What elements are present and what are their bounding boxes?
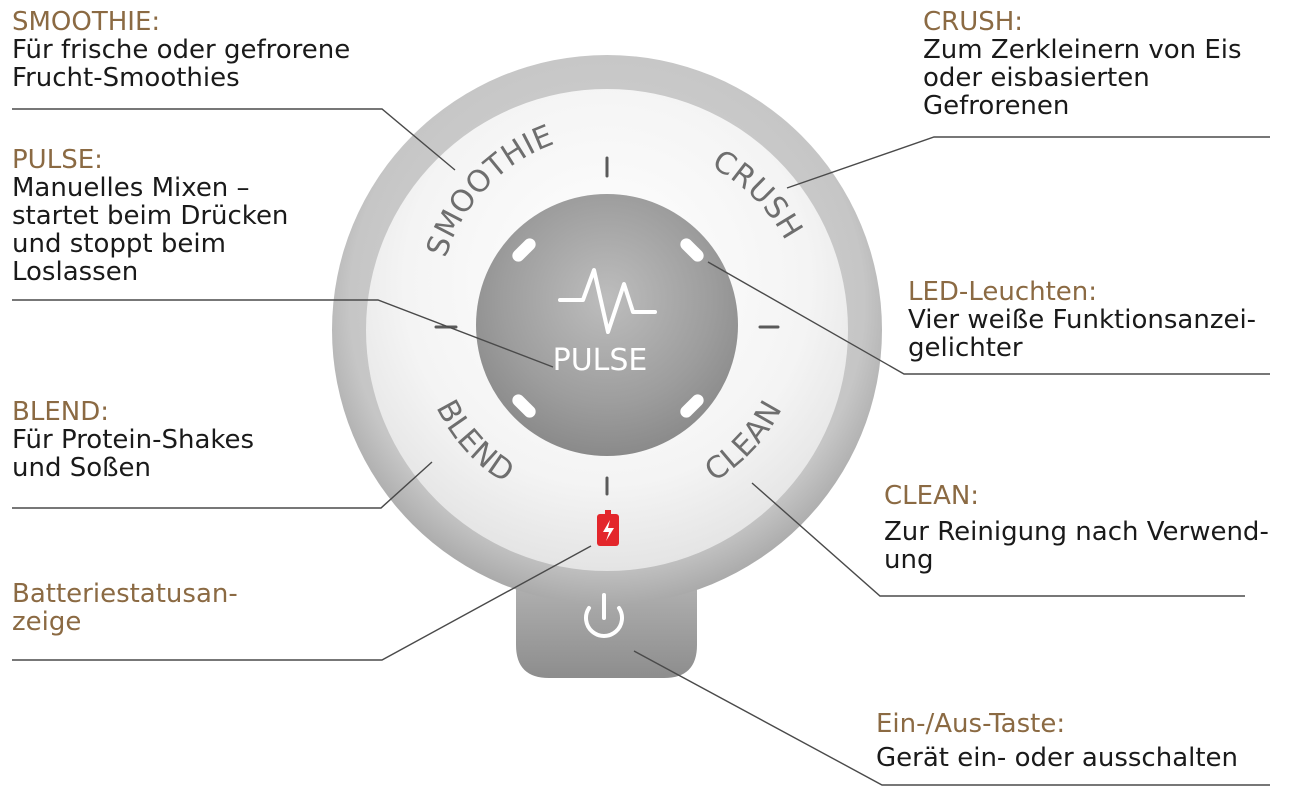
callout-blend: BLEND: Für Protein-Shakes und Soßen [12, 398, 254, 482]
callout-title: CLEAN: [884, 481, 980, 511]
callout-title: BLEND: [12, 397, 109, 427]
callout-description: Für Protein-Shakes und Soßen [12, 425, 255, 484]
callout-description: Manuelles Mixen – startet beim Drücken u… [12, 173, 289, 288]
callout-battery: Batteriestatusan- zeige [12, 580, 238, 636]
callout-title: CRUSH: [923, 7, 1024, 37]
power-icon[interactable] [584, 593, 624, 638]
pulse-label: PULSE [553, 343, 648, 378]
led-light [680, 394, 704, 418]
battery-icon [597, 510, 619, 546]
leader-lines [12, 108, 1270, 786]
callout-title: LED-Leuchten: [908, 277, 1098, 307]
pulse-wave-icon [558, 268, 657, 334]
led-light [512, 394, 536, 418]
callout-description: Zur Reinigung nach Verwend- ung [884, 517, 1269, 576]
leader-line-blend [12, 461, 433, 509]
leader-line-power [633, 650, 1270, 786]
callout-pulse: PULSE: Manuelles Mixen – startet beim Dr… [12, 146, 288, 286]
leader-line-led [707, 261, 1270, 375]
callout-description: Vier weiße Funktionsanzei- gelichter [908, 305, 1257, 364]
callout-power: Ein-/Aus-Taste: Gerät ein- oder ausschal… [876, 710, 1238, 772]
callout-clean: CLEAN: Zur Reinigung nach Verwend- ung [884, 482, 1269, 574]
callout-description: Für frische oder gefrorene Frucht-Smooth… [12, 35, 351, 94]
leader-line-smoothie [12, 108, 456, 171]
leader-line-pulse [12, 299, 554, 368]
callout-description: Zum Zerkleinern von Eis oder eisbasierte… [923, 35, 1242, 122]
led-lights [512, 238, 704, 418]
callout-title: Batteriestatusan- [12, 579, 238, 609]
tick-marks [434, 156, 780, 496]
callout-led: LED-Leuchten: Vier weiße Funktionsanzei-… [908, 278, 1256, 362]
led-light [680, 238, 704, 262]
callout-description: Gerät ein- oder ausschalten [876, 743, 1239, 774]
led-light [512, 238, 536, 262]
callout-title-continued: zeige [12, 607, 82, 638]
callout-title: SMOOTHIE: [12, 7, 161, 37]
leader-line-battery [12, 545, 592, 661]
leader-line-clean [751, 482, 1245, 597]
callout-smoothie: SMOOTHIE: Für frische oder gefrorene Fru… [12, 8, 350, 92]
callout-crush: CRUSH: Zum Zerkleinern von Eis oder eisb… [923, 8, 1242, 120]
callout-title: PULSE: [12, 145, 103, 175]
leader-line-crush [786, 136, 1270, 189]
callout-title: Ein-/Aus-Taste: [876, 709, 1066, 739]
